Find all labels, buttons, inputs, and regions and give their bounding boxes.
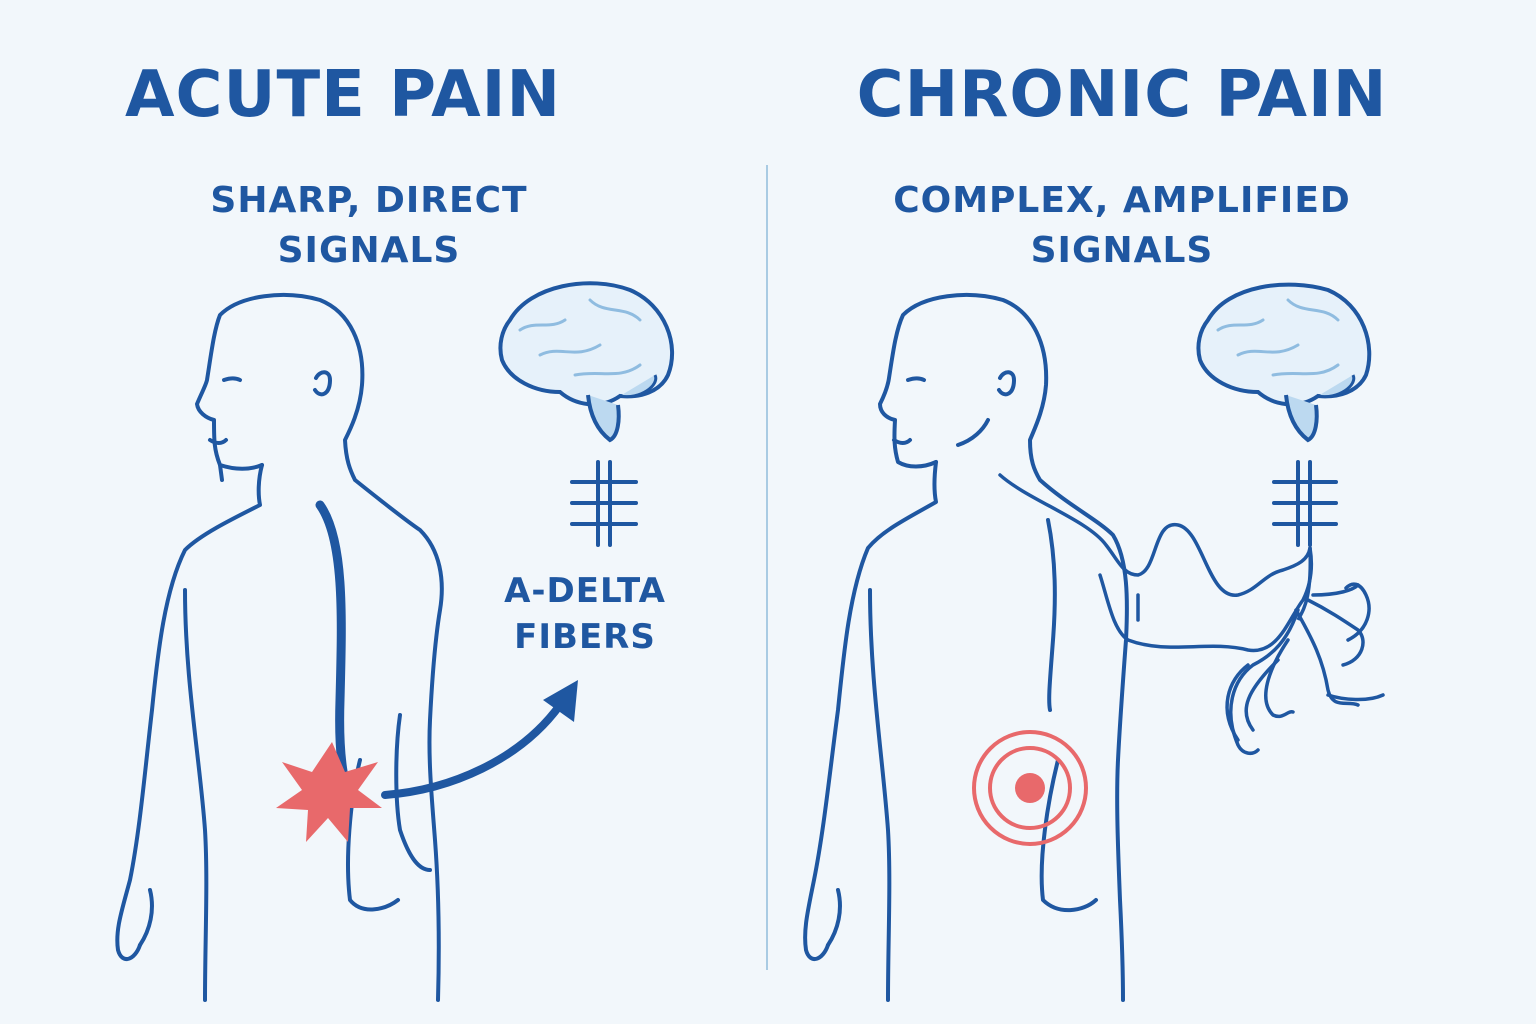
chronic-spinal-cord-line (1296, 547, 1313, 621)
acute-illustration (115, 281, 674, 1002)
acute-brain-icon (498, 281, 674, 443)
acute-subtitle-line1: SHARP, DIRECT (210, 180, 528, 221)
chronic-subtitle-line2: SIGNALS (1030, 230, 1214, 271)
acute-fiber-line2: FIBERS (514, 617, 656, 657)
acute-spinal-segment-icon (570, 460, 638, 547)
acute-fiber-label: A-DELTA FIBERS (480, 568, 690, 660)
chronic-illustration (803, 282, 1385, 1002)
panel-divider (766, 165, 768, 970)
chronic-body-outline (803, 293, 1129, 1002)
chronic-brain-icon (1196, 282, 1372, 443)
chronic-pain-target (972, 730, 1088, 846)
acute-title: ACUTE PAIN (124, 58, 562, 132)
chronic-panel: CHRONIC PAIN COMPLEX, AMPLIFIED SIGNALS (768, 0, 1536, 1024)
chronic-subtitle-line1: COMPLEX, AMPLIFIED (893, 180, 1351, 221)
acute-panel: ACUTE PAIN SHARP, DIRECT SIGNALS (0, 0, 766, 1024)
acute-fiber-line1: A-DELTA (504, 571, 666, 611)
acute-body-outline (115, 293, 444, 1002)
chronic-title: CHRONIC PAIN (856, 58, 1388, 132)
acute-subtitle-line2: SIGNALS (277, 230, 461, 271)
acute-pain-starburst (276, 742, 382, 842)
acute-subtitle: SHARP, DIRECT SIGNALS (0, 176, 752, 276)
chronic-spinal-segment-icon (1272, 460, 1338, 547)
chronic-subtitle: COMPLEX, AMPLIFIED SIGNALS (738, 176, 1506, 276)
chronic-nerve-pathways (998, 473, 1385, 756)
acute-signal-arrow (381, 680, 578, 799)
